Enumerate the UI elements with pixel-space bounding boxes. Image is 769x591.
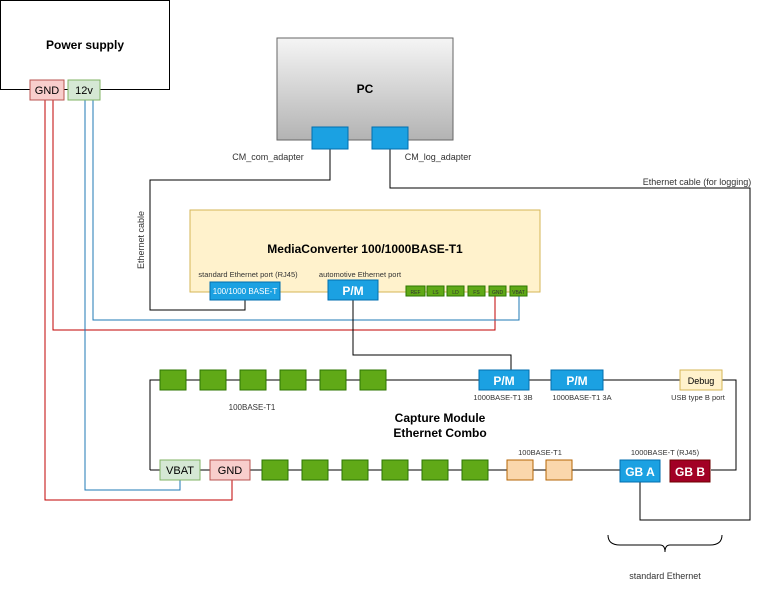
ps-gnd-label: GND bbox=[35, 85, 60, 97]
capture-bottom-port bbox=[261, 459, 289, 481]
auto-ethernet-port bbox=[327, 279, 379, 301]
wire-12v-mc bbox=[92, 100, 520, 321]
brace bbox=[607, 534, 723, 553]
port-3a bbox=[550, 369, 604, 391]
capture-module-subtitle: Ethernet Combo bbox=[393, 426, 486, 440]
ps-gnd bbox=[29, 79, 65, 101]
wire-gnd-mc bbox=[52, 100, 496, 331]
com-adapter bbox=[311, 126, 349, 150]
gb-b-port bbox=[669, 459, 711, 483]
wire-gnd-capture bbox=[44, 100, 233, 501]
port-3b-caption: 1000BASE-T1 3B bbox=[473, 393, 532, 402]
port-3b-label: P/M bbox=[493, 374, 514, 388]
pin-gnd-label: GND bbox=[492, 290, 504, 296]
auto-ethernet-port-label: P/M bbox=[342, 284, 363, 298]
wire-12v-capture bbox=[84, 100, 181, 491]
gb-b-port-label: GB B bbox=[675, 465, 705, 479]
capture-top-ports-label: 100BASE-T1 bbox=[229, 403, 276, 412]
ps-12v bbox=[67, 79, 101, 101]
capture-bottom-port bbox=[461, 459, 489, 481]
std-port-caption: standard Ethernet port (RJ45) bbox=[198, 270, 298, 279]
power-supply-title: Power supply bbox=[46, 38, 124, 52]
pc-title: PC bbox=[357, 82, 374, 96]
capture-100base-t1-label: 100BASE-T1 bbox=[518, 448, 562, 457]
port-3a-caption: 1000BASE-T1 3A bbox=[552, 393, 611, 402]
com-adapter-label: CM_com_adapter bbox=[232, 152, 304, 162]
capture-bottom-port bbox=[341, 459, 369, 481]
capture-bottom-port bbox=[421, 459, 449, 481]
pin-ld-label: LD bbox=[452, 290, 459, 296]
capture-top-port bbox=[239, 369, 267, 391]
gb-a-port bbox=[619, 459, 661, 483]
capture-top-port bbox=[159, 369, 187, 391]
pin-fs-label: FS bbox=[473, 290, 480, 296]
capture-vbat bbox=[159, 459, 201, 481]
log-adapter-label: CM_log_adapter bbox=[405, 152, 472, 162]
capture-gnd-label: GND bbox=[218, 465, 243, 477]
auto-port-caption: automotive Ethernet port bbox=[319, 270, 402, 279]
std-ethernet-port-label: 100/1000 BASE-T bbox=[213, 287, 278, 296]
capture-vbat-label: VBAT bbox=[166, 465, 194, 477]
pc bbox=[276, 37, 454, 141]
pin-gnd bbox=[488, 285, 507, 297]
rj45-label: 1000BASE-T (RJ45) bbox=[631, 448, 700, 457]
debug-port-label: Debug bbox=[688, 376, 715, 386]
ethernet-cable-label: Ethernet cable bbox=[136, 211, 146, 269]
capture-top-port bbox=[279, 369, 307, 391]
mc-pins: REF LS LD FS GND VBAT bbox=[405, 285, 528, 297]
capture-top-ports bbox=[159, 369, 387, 391]
cable-com bbox=[149, 149, 331, 311]
ps-12v-label: 12v bbox=[75, 85, 93, 97]
media-converter bbox=[189, 209, 541, 293]
pin-ref bbox=[405, 285, 426, 297]
capture-top-port bbox=[199, 369, 227, 391]
capture-100base-t1-port bbox=[506, 459, 534, 481]
log-adapter bbox=[371, 126, 409, 150]
port-3a-label: P/M bbox=[566, 374, 587, 388]
pin-ld bbox=[446, 285, 465, 297]
capture-bottom-ports bbox=[261, 459, 489, 481]
capture-gnd bbox=[209, 459, 251, 481]
capture-100base-t1-ports bbox=[506, 459, 573, 481]
cable-pm bbox=[352, 300, 512, 370]
pin-vbat bbox=[509, 285, 528, 297]
pin-ref-label: REF bbox=[411, 290, 421, 296]
capture-top-port bbox=[359, 369, 387, 391]
debug-port bbox=[679, 369, 723, 391]
capture-bottom-port bbox=[381, 459, 409, 481]
capture-module-title: Capture Module bbox=[395, 411, 486, 425]
logging-cable-label: Ethernet cable (for logging) bbox=[643, 177, 752, 187]
pin-vbat-label: VBAT bbox=[512, 290, 525, 296]
brace-label: standard Ethernet bbox=[629, 571, 701, 581]
capture-top-port bbox=[319, 369, 347, 391]
capture-bottom-port bbox=[301, 459, 329, 481]
pin-ls-label: LS bbox=[432, 290, 439, 296]
cable-log bbox=[389, 149, 751, 521]
capture-100base-t1-port bbox=[545, 459, 573, 481]
pin-fs bbox=[467, 285, 486, 297]
media-converter-title: MediaConverter 100/1000BASE-T1 bbox=[267, 242, 463, 256]
debug-port-caption: USB type B port bbox=[671, 393, 726, 402]
port-3b bbox=[478, 369, 530, 391]
gb-a-port-label: GB A bbox=[625, 465, 655, 479]
std-ethernet-port bbox=[209, 281, 281, 301]
pin-ls bbox=[426, 285, 445, 297]
